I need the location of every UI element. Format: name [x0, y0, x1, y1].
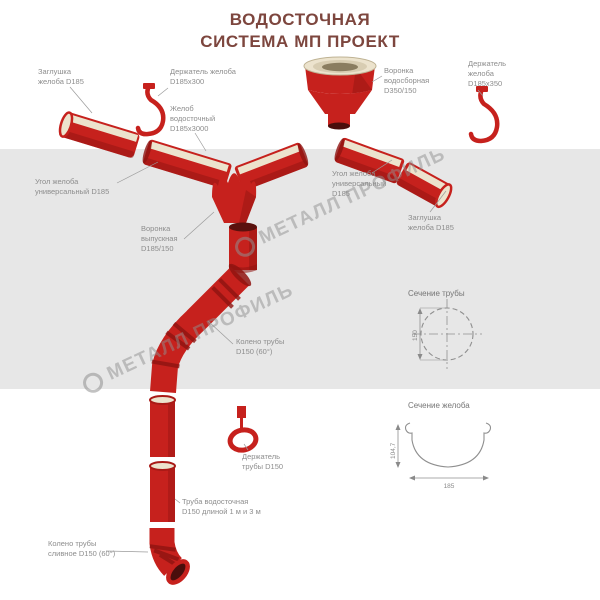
pipe-holder-illustration — [227, 406, 259, 453]
label-corner-right: Угол желоба универсальный D185 — [332, 169, 387, 198]
gutter-holder-300-illustration — [135, 83, 166, 137]
gutter-junction-illustration — [234, 142, 309, 191]
leader-lines — [69, 75, 484, 553]
gutter-height-dim: 104,7 — [390, 442, 397, 459]
page-title-line2: СИСТЕМА МП ПРОЕКТ — [200, 32, 400, 52]
label-gutter-holder-300: Держатель желоба D185х300 — [170, 67, 236, 86]
outlet-funnel-illustration — [212, 173, 257, 223]
label-downpipe: Труба водосточная D150 длиной 1 м и 3 м — [182, 497, 261, 516]
wall-band — [0, 149, 600, 389]
gutter-holder-350-illustration — [468, 86, 500, 144]
funnel-pipe-illustration — [229, 222, 257, 273]
page-title: ВОДОСТОЧНАЯ СИСТЕМА МП ПРОЕКТ — [0, 9, 600, 53]
drain-elbow-illustration — [149, 528, 190, 585]
downpipe-illustration — [149, 395, 176, 522]
gutter-end-cap-left-illustration — [58, 111, 140, 158]
label-pipe-elbow: Колено трубы D150 (60°) — [236, 337, 285, 356]
label-drain-elbow: Колено трубы сливное D150 (60°) — [48, 539, 116, 558]
page-title-line1: ВОДОСТОЧНАЯ — [229, 10, 371, 29]
pipe-diameter-dim: 150 — [412, 330, 419, 341]
gutter-corner-right-illustration — [334, 137, 405, 184]
label-gutter-holder-350: Держатель желоба D185х350 — [468, 59, 507, 88]
gutter-width-dim: 185 — [444, 483, 455, 490]
label-outlet-funnel: Воронка выпускная D185/150 — [141, 224, 178, 253]
label-gutter-main: Желоб водосточный D185х3000 — [170, 104, 216, 133]
gutter-section-diagram: 104,7 185 — [390, 422, 492, 490]
pipe-section-diagram: 150 — [412, 299, 482, 369]
label-section-gutter: Сечение желоба — [408, 401, 470, 410]
pipe-elbow-illustration — [150, 263, 252, 393]
label-section-pipe: Сечение трубы — [408, 289, 465, 298]
collector-funnel-illustration — [303, 56, 377, 130]
label-end-cap-left: Заглушка желоба D185 — [38, 67, 84, 86]
gutter-corner-left-illustration — [142, 139, 232, 189]
label-pipe-holder: Держатель трубы D150 — [242, 452, 284, 471]
label-corner-left: Угол желоба универсальный D185 — [35, 177, 110, 196]
label-end-cap-right: Заглушка желоба D185 — [408, 213, 454, 232]
gutter-end-cap-right-illustration — [396, 162, 453, 209]
label-collector-funnel: Воронка водосборная D350/150 — [384, 66, 430, 95]
